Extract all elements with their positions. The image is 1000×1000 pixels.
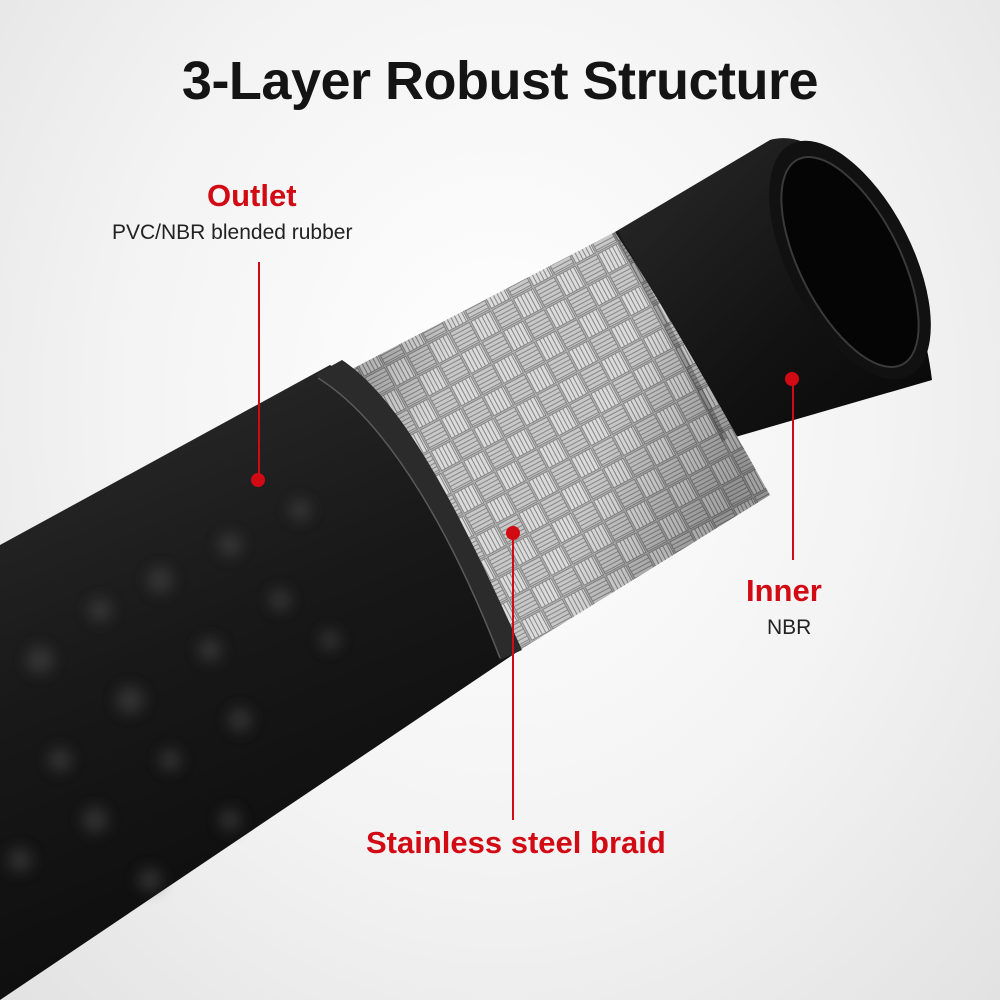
inner-leader	[785, 372, 799, 560]
outlet-label: Outlet	[207, 178, 297, 213]
inner-marker	[785, 372, 799, 386]
outlet-leader	[251, 262, 265, 487]
outer-rubber-jacket	[0, 360, 522, 1000]
stainless-steel-braid	[350, 230, 770, 650]
page-title: 3-Layer Robust Structure	[181, 51, 819, 111]
inner-label: Inner	[746, 573, 822, 608]
braid-label: Stainless steel braid	[366, 825, 666, 860]
braid-marker	[506, 526, 520, 540]
outlet-marker	[251, 473, 265, 487]
outlet-material: PVC/NBR blended rubber	[112, 221, 353, 244]
braid-leader	[506, 526, 520, 820]
inner-material: NBR	[767, 616, 812, 639]
